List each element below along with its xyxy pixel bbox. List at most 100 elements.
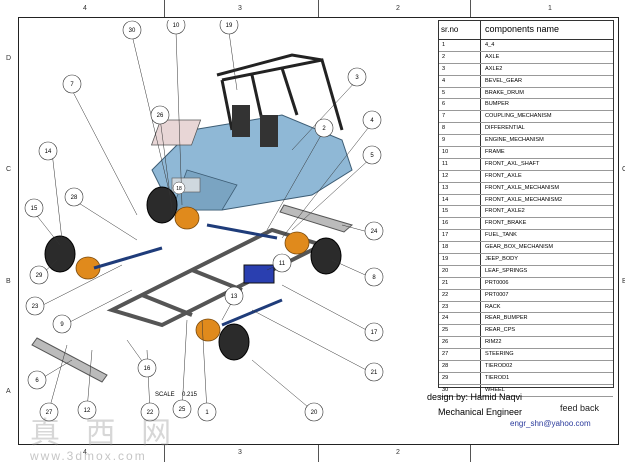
row-component-name: FRONT_AXLE2 [485, 208, 525, 215]
balloon-14: 14 [38, 141, 58, 161]
balloon-26: 26 [150, 105, 170, 125]
balloon-19: 19 [219, 20, 239, 35]
balloon-15: 15 [24, 198, 44, 218]
balloon-5: 5 [362, 145, 382, 165]
balloon-3: 3 [347, 67, 367, 87]
balloon-label: 23 [32, 304, 39, 310]
feedback-label: feed back [560, 403, 600, 413]
balloon-label: 13 [231, 294, 238, 300]
zone-label-top: 2 [396, 5, 400, 12]
row-srno: 10 [439, 147, 481, 158]
row-component-name: AXLE [485, 53, 500, 60]
balloon-label: 8 [372, 275, 376, 281]
row-component-name: DIFFERENTIAL [485, 125, 525, 132]
balloon-9: 9 [52, 314, 72, 334]
balloon-21: 21 [364, 362, 384, 382]
part-balloons: 30 10 19 7 3 26 2 4 14 5 28 15 29 24 11 … [24, 20, 384, 422]
row-srno: 12 [439, 170, 481, 182]
balloon-28: 28 [64, 187, 84, 207]
row-srno: 21 [439, 277, 481, 289]
zone-tick [470, 0, 471, 17]
row-srno: 7 [439, 111, 481, 123]
balloon-30: 30 [122, 20, 142, 40]
row-component-name: FRONT_BRAKE [485, 220, 527, 227]
row-component-name: BRAKE_DRUM [485, 89, 524, 96]
balloon-label: 1 [205, 410, 209, 416]
designer-name: design by: Hamid Naqvi [427, 392, 523, 402]
table-row: 13 FRONT_AXLE_MECHANISM [439, 182, 613, 195]
header-srno: sr.no [439, 21, 481, 39]
balloon-12: 12 [77, 400, 97, 420]
row-srno: 27 [439, 349, 481, 361]
row-component-name: RACK [485, 303, 501, 310]
zone-tick [470, 445, 471, 462]
row-component-name: RIM22 [485, 339, 502, 346]
balloon-1: 1 [197, 402, 217, 422]
balloon-label: 9 [60, 322, 64, 328]
row-srno: 22 [439, 289, 481, 301]
row-srno: 20 [439, 265, 481, 277]
zone-label-top: 3 [238, 5, 242, 12]
balloon-label: 22 [147, 410, 154, 416]
table-row: 23 RACK [439, 301, 613, 314]
row-component-name: TIEROD02 [485, 363, 513, 370]
zone-label-bottom: 4 [83, 449, 87, 456]
row-component-name: STEERING [485, 351, 514, 358]
balloon-label: 26 [157, 113, 164, 119]
balloon-label: 25 [179, 407, 186, 413]
balloon-label: 29 [36, 273, 43, 279]
balloon-8: 8 [364, 267, 384, 287]
balloon-label: 27 [46, 410, 53, 416]
rear-bumper-graphic [279, 204, 354, 233]
email-link[interactable]: engr_shn@yahoo.com [510, 419, 591, 428]
zone-label-bottom: 2 [396, 449, 400, 456]
balloon-16: 16 [137, 358, 157, 378]
header-components-name: components name [485, 24, 560, 34]
row-component-name: FRAME [485, 149, 505, 156]
balloon-label: 30 [129, 28, 136, 34]
row-srno: 2 [439, 51, 481, 63]
table-row: 27 STEERING [439, 349, 613, 362]
balloon-11: 11 [272, 253, 292, 273]
balloon-18: 18 [172, 181, 186, 195]
balloon-29: 29 [29, 265, 49, 285]
row-component-name: ENGINE_MECHANISM [485, 137, 544, 144]
balloon-label: 20 [311, 410, 318, 416]
row-srno: 17 [439, 230, 481, 242]
tires-graphic [44, 186, 342, 361]
row-component-name: GEAR_BOX_MECHANISM [485, 244, 554, 251]
row-component-name: FRONT_AXLE [485, 172, 522, 179]
jeep-body-graphic [150, 53, 353, 211]
exploded-view-illustration: 30 10 19 7 3 26 2 4 14 5 28 15 29 24 11 … [24, 20, 384, 422]
balloon-label: 3 [355, 75, 359, 81]
balloon-22: 22 [140, 402, 160, 422]
row-component-name: JEEP_BODY [485, 256, 518, 263]
balloon-label: 2 [322, 126, 326, 132]
zone-label-side: C [6, 166, 12, 173]
row-srno: 23 [439, 301, 481, 313]
row-srno: 25 [439, 325, 481, 337]
balloon-label: 17 [371, 330, 378, 336]
row-component-name: FRONT_AXLE_MECHANISM [485, 184, 559, 191]
axle-shafts-graphic [93, 223, 283, 327]
table-row: 10 FRAME [439, 147, 613, 159]
row-srno: 4 [439, 75, 481, 87]
row-srno: 6 [439, 99, 481, 111]
balloon-27: 27 [39, 402, 59, 422]
row-srno: 13 [439, 182, 481, 194]
row-component-name: REAR_BUMPER [485, 315, 528, 322]
balloon-label: 7 [70, 82, 74, 88]
row-srno: 14 [439, 194, 481, 206]
scale-value: 0.215 [182, 392, 198, 398]
balloon-label: 4 [370, 118, 374, 124]
